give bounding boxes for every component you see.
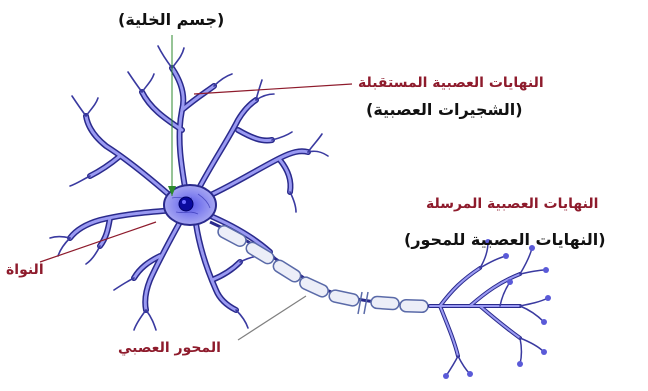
nucleus <box>179 197 193 211</box>
leader-nucleus <box>40 222 156 262</box>
leader-dendrites <box>194 84 352 94</box>
axon-terminals <box>430 239 551 379</box>
nucleolus <box>182 200 186 204</box>
label-cell-body: (جسم الخلية) <box>118 10 224 29</box>
label-sending-terminals: النهايات العصبية المرسلة <box>426 196 598 212</box>
label-axon: المحور العصبي <box>118 340 221 356</box>
label-dendrites: (الشجيرات العصبية) <box>366 100 523 119</box>
label-receiving-terminals: النهايات العصبية المستقبلة <box>358 75 544 91</box>
label-axon-terminals: (النهايات العصبية للمحور) <box>404 230 606 249</box>
leader-axon <box>238 296 306 340</box>
axon <box>210 222 430 314</box>
label-nucleus: النواة <box>6 262 44 278</box>
